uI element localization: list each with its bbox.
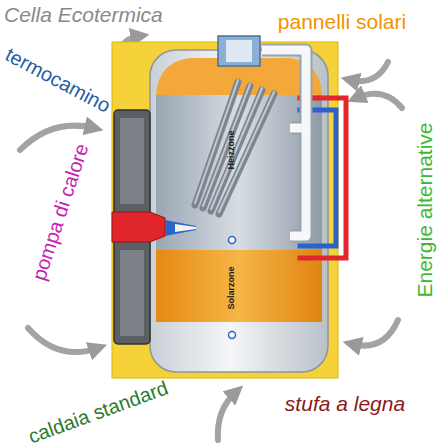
drawing-path bbox=[218, 392, 236, 440]
drawing-line bbox=[203, 84, 250, 206]
drawing-path bbox=[28, 328, 98, 352]
diagram-title: Cella Ecotermica bbox=[4, 3, 163, 26]
drawing-path bbox=[352, 320, 398, 346]
zone-label: Heizzone bbox=[227, 130, 237, 169]
side-label: stufa a legna bbox=[285, 392, 405, 415]
drawing-path bbox=[290, 128, 306, 236]
drawing-rect bbox=[156, 250, 322, 322]
storage-tank: HeizzoneSolarzone bbox=[150, 50, 328, 372]
drawing-path bbox=[175, 224, 196, 232]
drawing-circle bbox=[229, 237, 236, 244]
zone-label: Solarzone bbox=[227, 266, 237, 309]
drawing-rect bbox=[218, 36, 260, 66]
drawing-g bbox=[262, 50, 306, 236]
drawing-rect bbox=[112, 42, 338, 378]
side-label: caldaia standard bbox=[25, 377, 170, 448]
drawing-path bbox=[165, 220, 196, 236]
drawing-path bbox=[350, 62, 388, 81]
side-label: pompa di calore bbox=[28, 141, 93, 283]
drawing-line bbox=[219, 92, 274, 212]
drawing-rect bbox=[150, 50, 328, 372]
drawing-g bbox=[262, 50, 306, 236]
drawing-path bbox=[290, 128, 306, 236]
drawing-path bbox=[262, 50, 306, 128]
drawing-path bbox=[262, 50, 306, 128]
side-label: pannelli solari bbox=[278, 10, 406, 33]
drawing-path bbox=[112, 212, 165, 242]
drawing-rect bbox=[120, 118, 144, 204]
side-label: termocamino bbox=[2, 43, 114, 117]
drawing-path bbox=[356, 94, 402, 108]
drawing-circle bbox=[229, 332, 236, 339]
drawing-g bbox=[195, 82, 274, 214]
tank-drawing bbox=[112, 36, 346, 378]
drawing-g bbox=[195, 80, 274, 212]
drawing-line bbox=[211, 88, 262, 209]
drawing-rect bbox=[120, 250, 144, 336]
drawing-rect bbox=[226, 40, 252, 62]
side-label: Energie alternative bbox=[413, 122, 436, 297]
